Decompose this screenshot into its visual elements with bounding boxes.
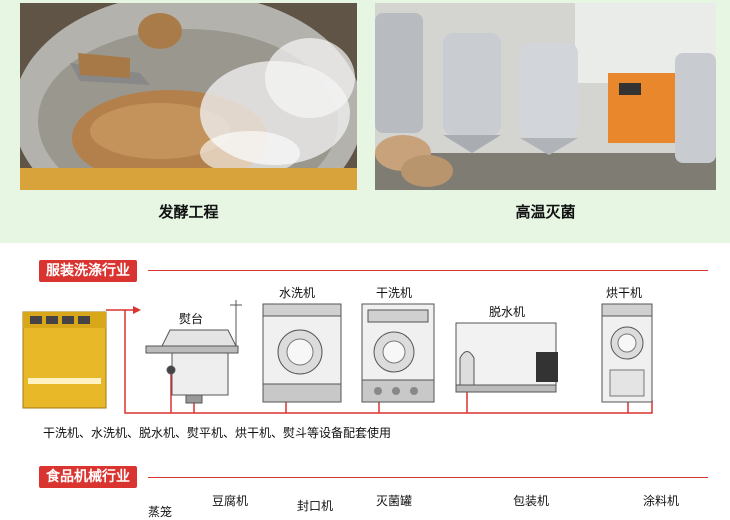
laundry-usage-note: 干洗机、水洗机、脱水机、熨平机、烘干机、熨斗等设备配套使用 xyxy=(43,426,392,440)
hydro-extractor-label: 脱水机 xyxy=(489,305,526,319)
dry-cleaner-label: 干洗机 xyxy=(376,286,413,300)
laundry-section-title: 服装洗涤行业 xyxy=(39,260,137,282)
food-section-divider xyxy=(148,477,708,478)
water-washer-label: 水洗机 xyxy=(279,286,316,300)
fermentation-photo xyxy=(20,3,357,190)
ironing-table-label: 熨台 xyxy=(179,312,204,326)
dry-cleaner-drawing xyxy=(361,303,435,403)
hydro-extractor-drawing xyxy=(455,322,558,393)
tumble-dryer-drawing xyxy=(601,303,653,403)
sterilization-caption: 高温灭菌 xyxy=(515,203,576,221)
laundry-section-divider xyxy=(148,270,708,271)
fermentation-caption: 发酵工程 xyxy=(158,203,219,221)
packaging-machine-label: 包装机 xyxy=(513,494,550,508)
ironing-table-drawing xyxy=(145,300,242,404)
steam-boiler xyxy=(22,311,107,409)
coating-machine-label: 涂料机 xyxy=(643,494,680,508)
sterilization-tank-label: 灭菌罐 xyxy=(376,494,413,508)
sealing-machine-label: 封口机 xyxy=(297,499,334,513)
tofu-machine-label: 豆腐机 xyxy=(212,494,249,508)
steamer-label: 蒸笼 xyxy=(148,505,173,519)
food-section-title: 食品机械行业 xyxy=(39,466,137,488)
sterilization-photo xyxy=(375,3,716,190)
tumble-dryer-label: 烘干机 xyxy=(606,286,643,300)
water-washer-drawing xyxy=(262,303,342,403)
